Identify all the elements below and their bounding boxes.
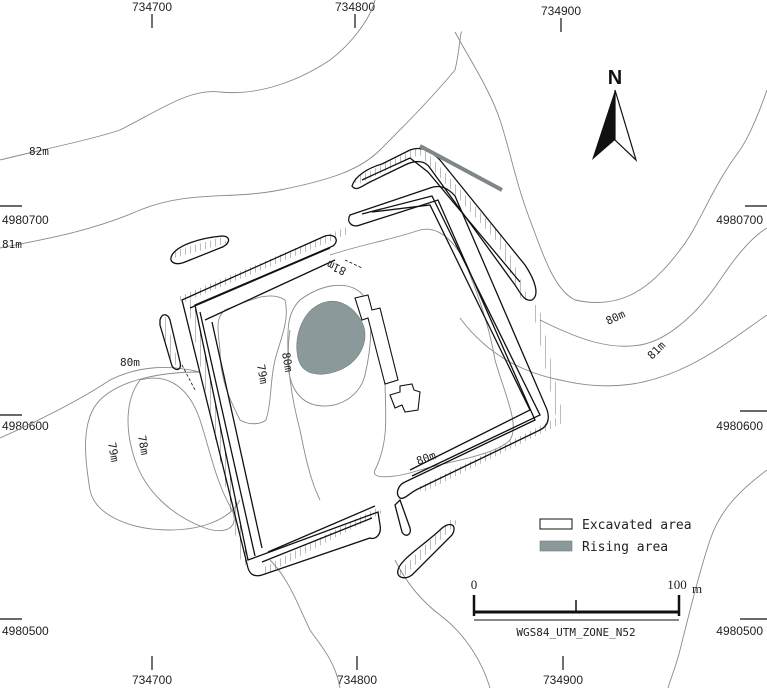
top-tick-734900: 734900: [541, 4, 581, 18]
legend-label-rising: Rising area: [582, 540, 668, 555]
legend: Excavated area Rising area: [539, 518, 692, 555]
fortress-walls: [159, 144, 549, 579]
scale-start-label: 0: [471, 577, 478, 592]
rising-area: [296, 301, 366, 375]
left-tick-4980700: 4980700: [2, 213, 49, 227]
right-tick-4980500: 4980500: [716, 624, 763, 638]
excavated-buildings: [354, 294, 421, 413]
scale-crs-label: WGS84_UTM_ZONE_N52: [516, 626, 635, 639]
contour-label-78m-left: 78m: [135, 434, 151, 456]
bottom-tick-734900: 734900: [543, 673, 583, 687]
contour-label-82m: 82m: [29, 145, 49, 158]
contour-label-81m-left: 81m: [2, 238, 22, 251]
bottom-tick-734700: 734700: [132, 673, 172, 687]
contour-label-81m-right: 81m: [645, 339, 669, 363]
north-arrow-letter: N: [608, 67, 622, 89]
right-tick-4980700: 4980700: [716, 213, 763, 227]
contour-label-79m-left: 79m: [105, 441, 121, 463]
scale-bar: 0 100 m WGS84_UTM_ZONE_N52: [471, 577, 702, 639]
contour-label-80m-inner: 80m: [279, 351, 295, 373]
legend-swatch-excavated: [539, 518, 573, 530]
legend-swatch-rising: [539, 540, 573, 552]
legend-label-excavated: Excavated area: [582, 518, 692, 533]
scale-end-label: 100: [667, 577, 687, 592]
left-tick-4980500: 4980500: [2, 624, 49, 638]
contour-label-79m-inner: 79m: [254, 363, 270, 385]
contour-label-80m-left: 80m: [120, 356, 140, 369]
north-arrow: N: [592, 67, 638, 162]
bottom-tick-734800: 734800: [337, 673, 377, 687]
slope-hatching: [158, 145, 564, 578]
contour-label-80m-right: 80m: [604, 307, 628, 327]
right-tick-4980600: 4980600: [716, 419, 763, 433]
contour-label-81m-inner: 81m: [324, 257, 348, 277]
top-tick-734700: 734700: [132, 0, 172, 14]
grid-ticks: [0, 14, 767, 670]
scale-unit-label: m: [692, 581, 702, 596]
top-tick-734800: 734800: [335, 0, 375, 14]
